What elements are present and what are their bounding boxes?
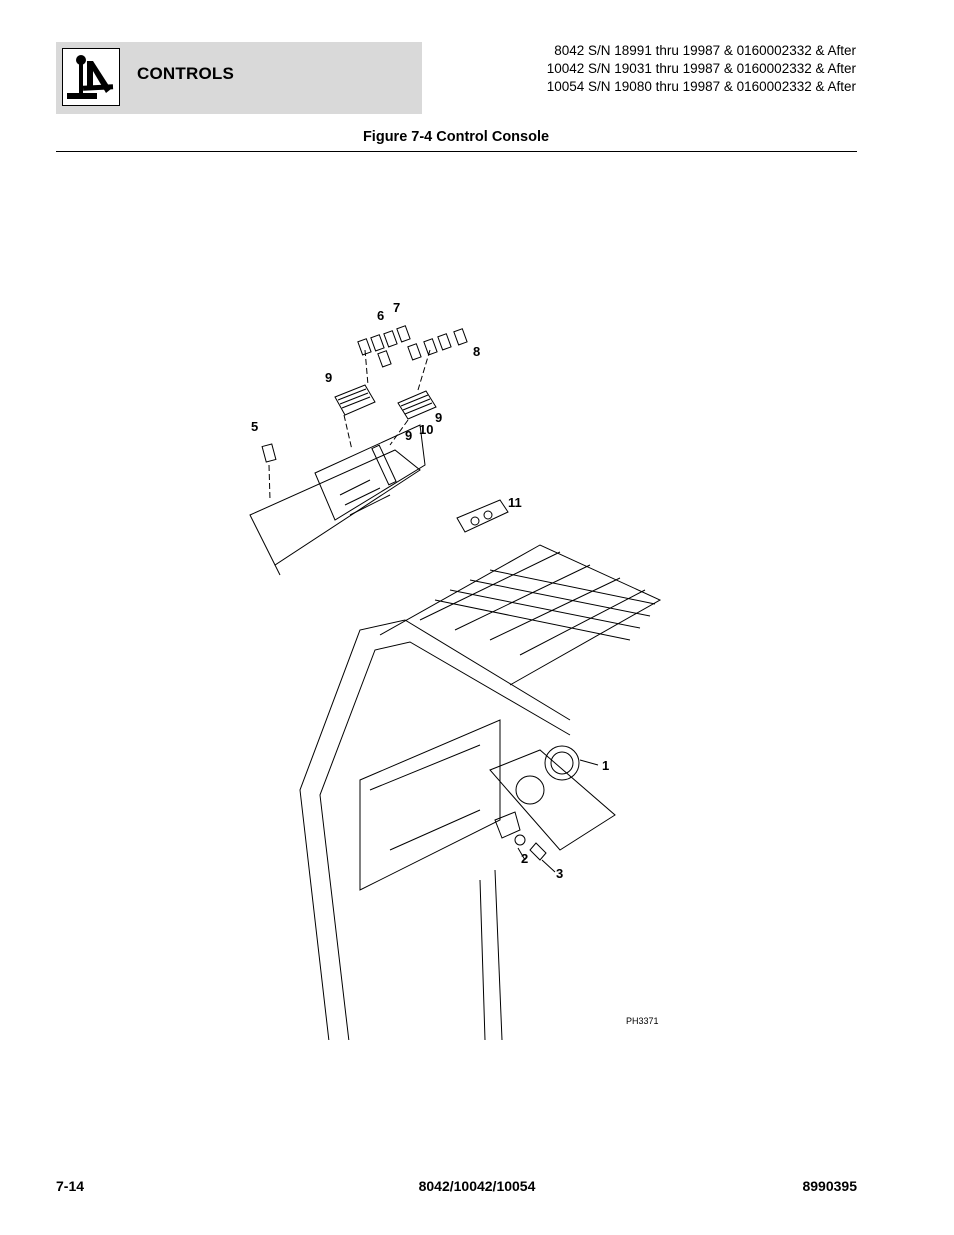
callout-9: 9 bbox=[325, 370, 332, 385]
callout-2: 2 bbox=[521, 851, 528, 866]
figure-title: Figure 7-4 Control Console bbox=[362, 129, 550, 145]
drawing-code: PH3371 bbox=[626, 1016, 659, 1026]
serial-line: 8042 S/N 18991 thru 19987 & 0160002332 &… bbox=[554, 43, 856, 58]
section-title: CONTROLS bbox=[137, 64, 234, 83]
callout-6: 6 bbox=[377, 308, 384, 323]
serial-line: 10042 S/N 19031 thru 19987 & 0160002332 … bbox=[546, 61, 856, 76]
serial-number-block: 8042 S/N 18991 thru 19987 & 0160002332 &… bbox=[547, 42, 856, 96]
callout-7: 7 bbox=[393, 300, 400, 315]
document-number: 8990395 bbox=[802, 1178, 857, 1194]
callout-11: 11 bbox=[508, 495, 522, 510]
callout-10: 10 bbox=[419, 422, 433, 437]
callout-8: 8 bbox=[473, 344, 480, 359]
callout-5: 5 bbox=[251, 419, 258, 434]
callout-9: 9 bbox=[405, 428, 412, 443]
callout-3: 3 bbox=[556, 866, 563, 881]
header-rule bbox=[56, 151, 857, 152]
joystick-icon bbox=[62, 48, 120, 106]
serial-line: 10054 S/N 19080 thru 19987 & 0160002332 … bbox=[546, 79, 856, 94]
callout-1: 1 bbox=[602, 758, 609, 773]
control-console-diagram: 6 7 8 9 9 10 9 5 11 1 2 3 PH3371 bbox=[240, 290, 680, 1051]
page-number: 7-14 bbox=[56, 1178, 85, 1194]
model-numbers: 8042/10042/10054 bbox=[418, 1178, 536, 1194]
callout-9: 9 bbox=[435, 410, 442, 425]
